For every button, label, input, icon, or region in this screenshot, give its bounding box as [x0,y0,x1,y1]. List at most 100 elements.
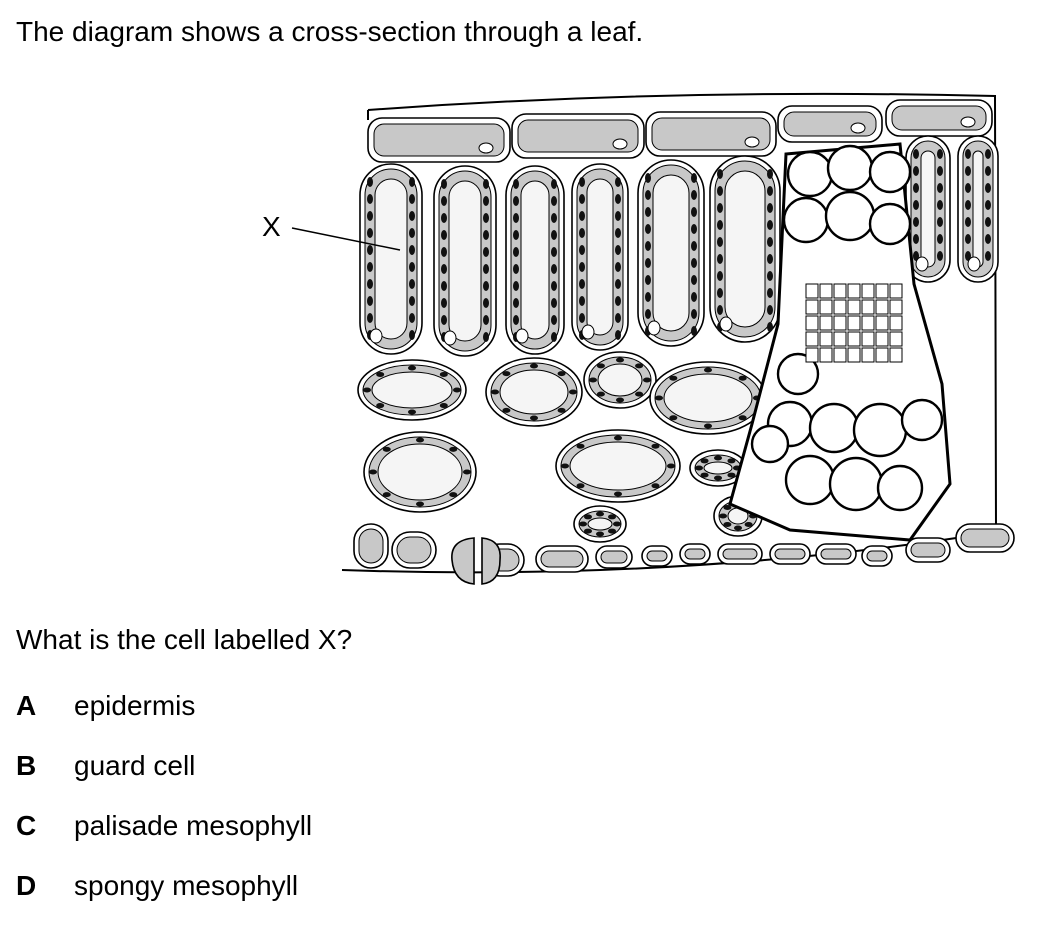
lower-epidermis-cytoplasm [960,528,1010,548]
chloroplast [369,469,377,475]
chloroplast [596,511,604,517]
xylem-phloem-cell [861,347,875,363]
chloroplast [513,247,519,257]
chloroplast [717,271,723,281]
chloroplast [645,241,651,251]
chloroplast [551,332,557,342]
xylem-phloem-cell [875,299,889,315]
chloroplast [615,279,621,289]
lower-epidermis-cytoplasm [910,542,946,558]
chloroplast [965,200,971,210]
chloroplast [502,407,511,413]
chloroplast [913,251,919,261]
chloroplast [985,183,991,193]
xylem-phloem-cell [819,283,833,299]
chloroplast [651,443,660,449]
lower-epidermis-cytoplasm [646,550,668,562]
palisade-vacuole [920,150,936,268]
chloroplast [965,251,971,261]
chloroplast [691,224,697,234]
chloroplast [530,415,538,421]
chloroplast [449,492,458,498]
chloroplast [965,217,971,227]
xylem-phloem-cell [875,347,889,363]
chloroplast [615,245,621,255]
chloroplast [449,446,458,452]
chloroplast [985,217,991,227]
chloroplast [913,149,919,159]
chloroplast [965,183,971,193]
chloroplast [616,357,624,363]
chloroplast [767,288,773,298]
chloroplast [367,262,373,272]
chloroplast [409,262,415,272]
chloroplast [615,228,621,238]
chloroplast [557,407,566,413]
guard-cell-right [481,537,501,585]
spongy-vacuole [377,443,463,501]
chloroplast [530,363,538,369]
xylem-phloem-cell [819,331,833,347]
xylem-phloem-cell [875,283,889,299]
option-b[interactable]: B guard cell [16,748,312,808]
vascular-cell [828,456,884,512]
spongy-mesophyll-layer [357,351,767,543]
spongy-vacuole [569,441,667,491]
chloroplast [416,437,424,443]
upper-epidermis-cytoplasm [651,117,771,151]
chloroplast [651,483,660,489]
chloroplast [551,264,557,274]
chloroplast [367,296,373,306]
chloroplast [513,213,519,223]
upper-epidermis-nucleus [612,138,628,150]
xylem-phloem-cell [833,299,847,315]
chloroplast [561,463,569,469]
chloroplast [367,245,373,255]
xylem-phloem-cell [889,315,903,331]
chloroplast [483,247,489,257]
chloroplast [408,365,416,371]
leaf-cross-section-diagram: X [250,84,1030,594]
chloroplast [483,230,489,240]
lower-epidermis-cytoplasm [540,550,584,568]
palisade-layer [359,135,999,357]
option-text: palisade mesophyll [74,810,313,841]
chloroplast [579,194,585,204]
lower-epidermis-cytoplasm [358,528,384,564]
spongy-vacuole [499,369,569,415]
chloroplast [579,313,585,323]
xylem-phloem-cell [805,299,819,315]
chloroplast [717,203,723,213]
leaf-diagram-svg: X [262,92,1015,585]
vascular-cell [776,352,820,396]
xylem-phloem-cell [819,347,833,363]
palisade-nucleus [967,256,981,272]
chloroplast [615,262,621,272]
chloroplast [409,296,415,306]
chloroplast [376,371,385,377]
chloroplast [615,194,621,204]
chloroplast [937,166,943,176]
chloroplast [985,200,991,210]
chloroplast [669,375,678,381]
chloroplast [714,455,722,461]
chloroplast [409,330,415,340]
chloroplast [583,528,592,534]
chloroplast [691,309,697,319]
chloroplast [615,296,621,306]
chloroplast [937,217,943,227]
option-a[interactable]: A epidermis [16,688,312,748]
chloroplast [913,234,919,244]
chloroplast [608,528,617,534]
vascular-cell [876,464,924,512]
option-d[interactable]: D spongy mesophyll [16,868,312,928]
chloroplast [513,230,519,240]
xylem-phloem-cell [875,315,889,331]
chloroplast [439,403,448,409]
vascular-cell [786,150,834,198]
chloroplast [767,254,773,264]
chloroplast [382,446,391,452]
chloroplast [615,211,621,221]
chloroplast [985,234,991,244]
option-c[interactable]: C palisade mesophyll [16,808,312,868]
